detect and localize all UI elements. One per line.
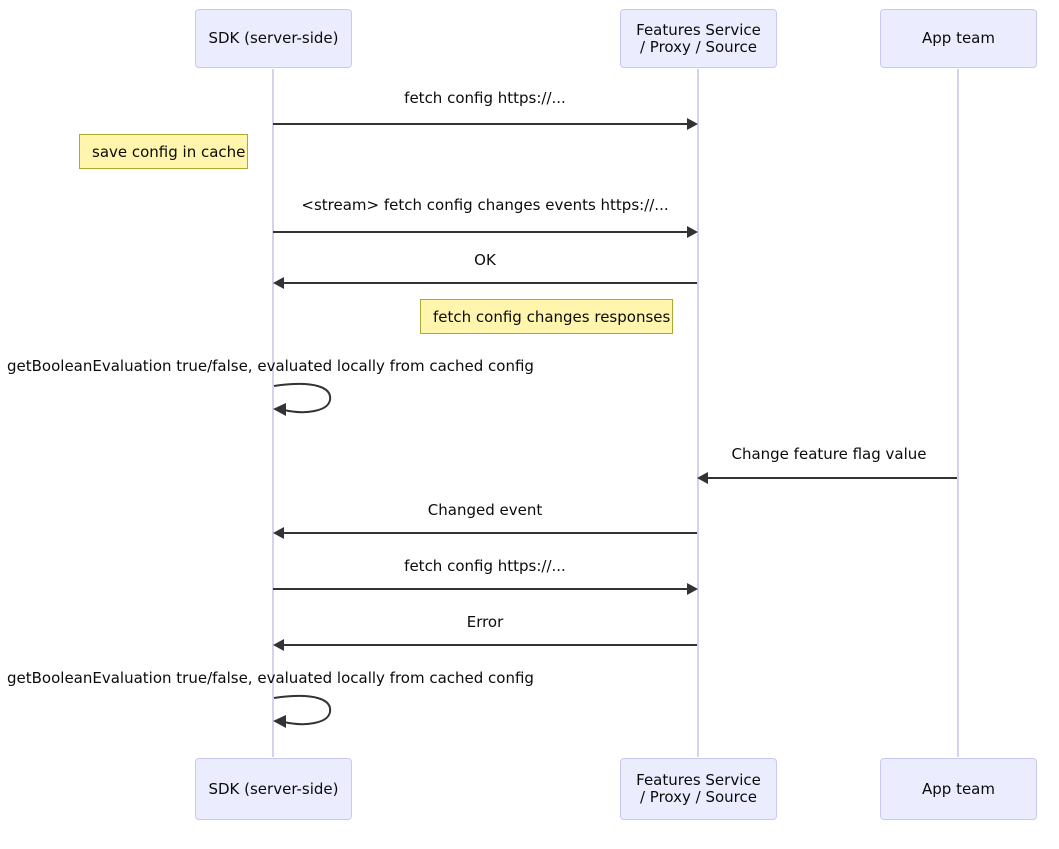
- message-line-changed-event: [284, 532, 697, 534]
- actor-label: SDK (server-side): [208, 29, 339, 47]
- arrowhead-left-error: [273, 639, 284, 651]
- message-line-change-feature-flag-value: [708, 477, 957, 479]
- actor-label: Features Service / Proxy / Source: [636, 771, 761, 806]
- message-line-stream-fetch-config-changes: [273, 231, 687, 233]
- message-label-changed-event: Changed event: [427, 501, 543, 519]
- actor-top-appteam[interactable]: App team: [880, 9, 1037, 68]
- self-loop-get-boolean-evaluation-2: [270, 694, 340, 734]
- actor-bottom-appteam[interactable]: App team: [880, 758, 1037, 820]
- actor-label: Features Service / Proxy / Source: [636, 20, 761, 56]
- note-save-config-in-cache: save config in cache: [79, 134, 248, 169]
- actor-top-sdk[interactable]: SDK (server-side): [195, 9, 352, 68]
- arrowhead-right-fetch-config-1: [687, 118, 698, 130]
- arrowhead-right-fetch-config-2: [687, 583, 698, 595]
- message-label-ok: OK: [474, 251, 496, 269]
- message-line-fetch-config-2: [273, 588, 687, 590]
- note-label: fetch config changes responses: [433, 307, 671, 326]
- message-label-fetch-config-1: fetch config https://...: [404, 89, 566, 107]
- actor-label: SDK (server-side): [208, 779, 339, 798]
- note-fetch-config-changes-responses: fetch config changes responses: [420, 299, 673, 334]
- message-label-fetch-config-2: fetch config https://...: [404, 557, 566, 575]
- message-line-error: [284, 644, 697, 646]
- note-label: save config in cache: [92, 142, 246, 161]
- self-loop-get-boolean-evaluation-1: [270, 382, 340, 422]
- message-line-fetch-config-1: [273, 123, 687, 125]
- message-label-change-feature-flag-value: Change feature flag value: [731, 445, 927, 463]
- lifeline-features: [697, 69, 699, 757]
- lifeline-sdk: [272, 69, 274, 757]
- arrowhead-left-change-feature-flag-value: [697, 472, 708, 484]
- lifeline-appteam: [957, 69, 959, 757]
- arrowhead-left-ok: [273, 277, 284, 289]
- arrowhead-right-stream-fetch-config-changes: [687, 226, 698, 238]
- arrowhead-left-changed-event: [273, 527, 284, 539]
- actor-bottom-features[interactable]: Features Service / Proxy / Source: [620, 758, 777, 820]
- message-label-stream-fetch-config-changes: <stream> fetch config changes events htt…: [301, 196, 669, 214]
- actor-label: App team: [922, 779, 995, 798]
- message-label-get-boolean-evaluation-1: getBooleanEvaluation true/false, evaluat…: [7, 357, 534, 375]
- actor-label: App team: [922, 29, 995, 47]
- message-line-ok: [284, 282, 697, 284]
- actor-top-features[interactable]: Features Service / Proxy / Source: [620, 9, 777, 68]
- actor-bottom-sdk[interactable]: SDK (server-side): [195, 758, 352, 820]
- message-label-error: Error: [466, 613, 504, 631]
- message-label-get-boolean-evaluation-2: getBooleanEvaluation true/false, evaluat…: [7, 669, 534, 687]
